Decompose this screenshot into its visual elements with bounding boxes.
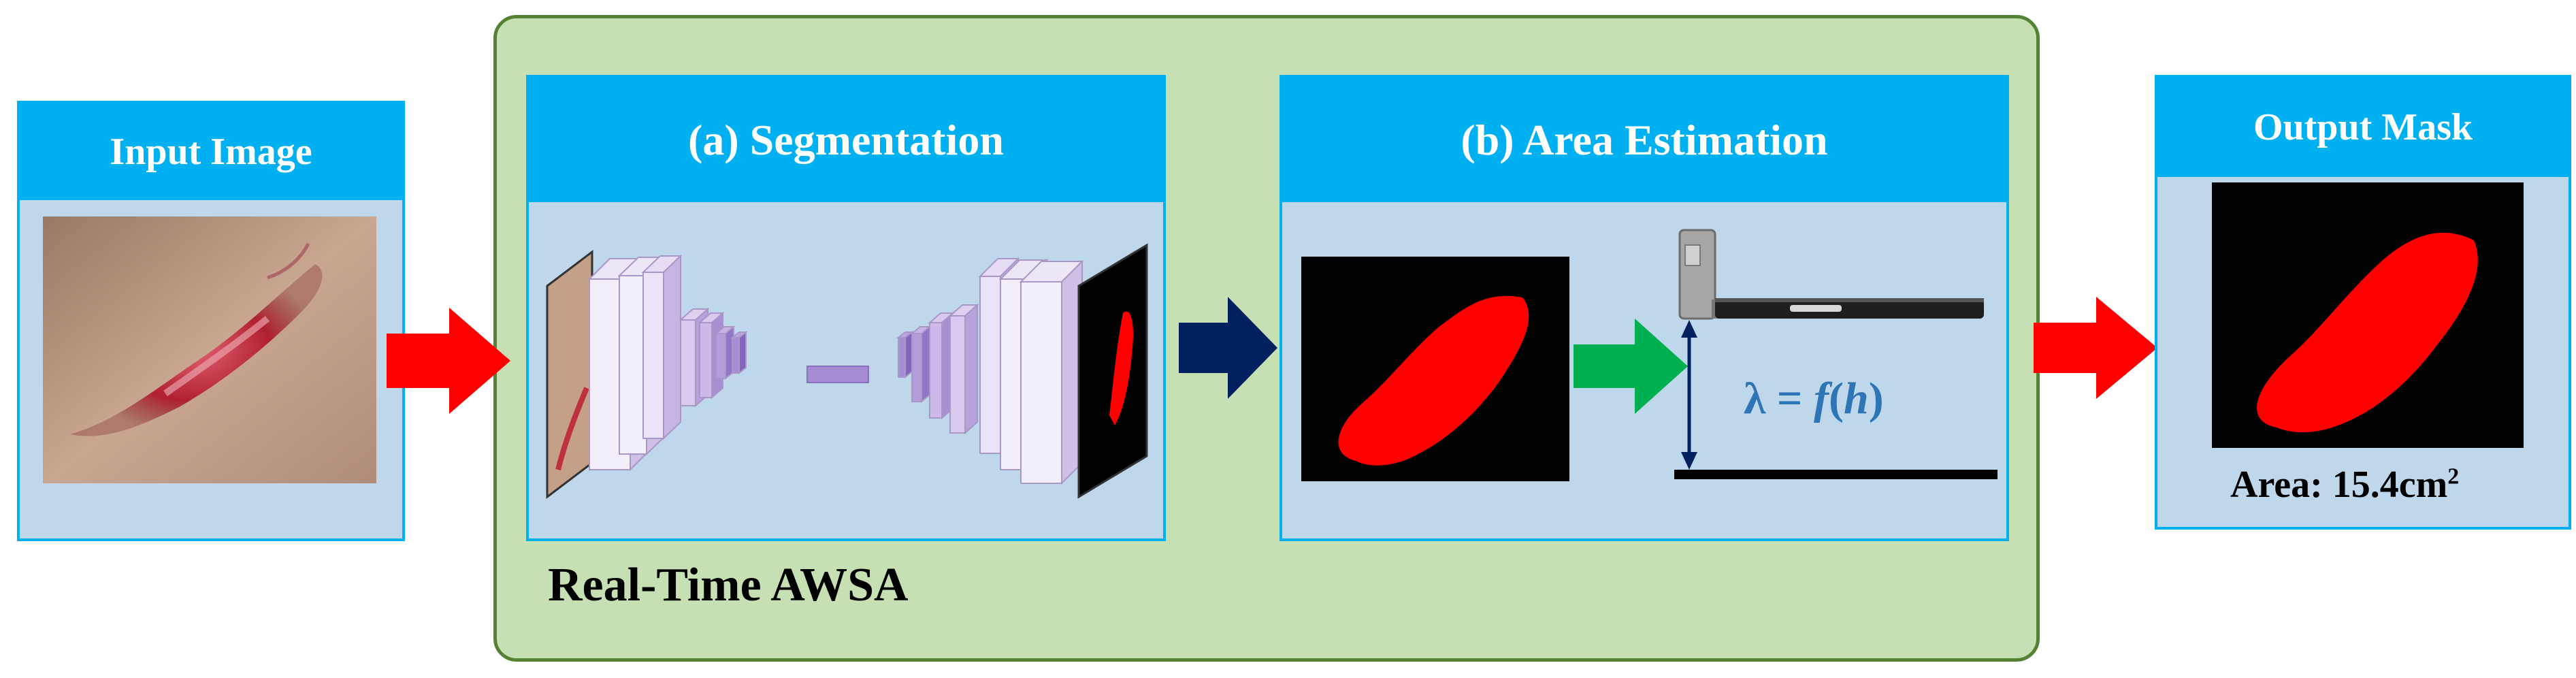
area-readout: Area: 15.4cm2	[2230, 463, 2459, 506]
navy-arrow	[1179, 297, 1277, 399]
red-arrow-2	[2034, 297, 2157, 399]
green-arrow	[1574, 319, 1688, 414]
area-readout-sup: 2	[2447, 464, 2460, 489]
wound-mask-shape	[1338, 295, 1529, 466]
formula-h: h	[1844, 374, 1869, 423]
red-arrow-1	[387, 308, 510, 414]
formula-lambda: λ	[1744, 374, 1766, 423]
formula-open: (	[1829, 374, 1844, 423]
lambda-formula: λ = f(h)	[1744, 373, 1884, 425]
area-readout-label: Area: 15.4cm	[2230, 464, 2448, 506]
output-mask-shape	[2257, 232, 2478, 433]
camera-device-icon	[1678, 229, 1984, 320]
wound-photo	[43, 216, 376, 483]
segmentation-title: (a) Segmentation	[529, 78, 1163, 202]
formula-close: )	[1868, 374, 1884, 423]
input-image-title: Input Image	[20, 103, 402, 200]
awsa-group-label: Real-Time AWSA	[548, 559, 909, 611]
unet-network	[546, 243, 1148, 500]
area-estimation-title: (b) Area Estimation	[1282, 78, 2006, 202]
formula-f: f	[1814, 374, 1829, 423]
height-arrow-icon	[1674, 320, 1998, 479]
output-mask-title: Output Mask	[2157, 78, 2569, 177]
formula-equals: =	[1776, 374, 1803, 423]
